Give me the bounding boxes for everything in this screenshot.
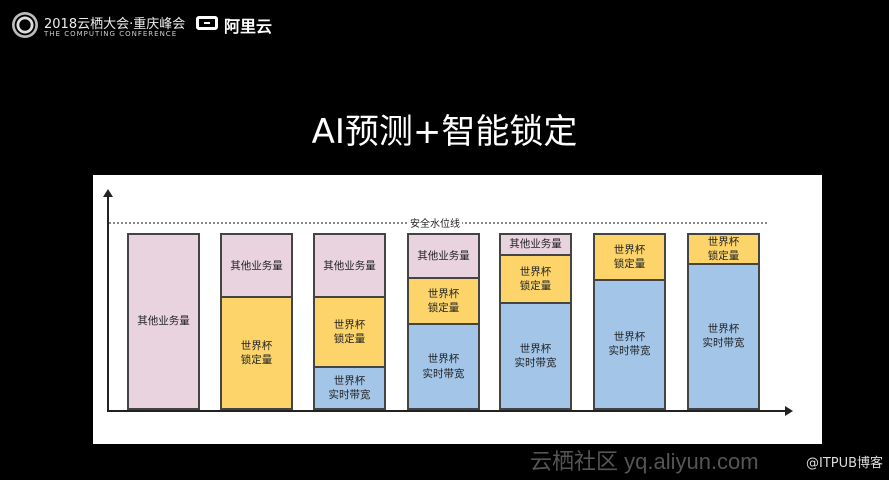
watermark-credit: @ITPUB博客 [806, 456, 884, 471]
segment-other: 其他业务量 [313, 233, 386, 299]
segment-locked: 世界杯 锁定量 [407, 277, 480, 326]
segment-realtime: 世界杯 实时带宽 [593, 278, 666, 410]
bar-2: 其他业务量世界杯 锁定量 [220, 233, 293, 410]
bar-4: 其他业务量世界杯 锁定量世界杯 实时带宽 [407, 233, 480, 410]
segment-realtime: 世界杯 实时带宽 [499, 301, 572, 410]
y-axis [103, 189, 113, 411]
segment-locked: 世界杯 锁定量 [499, 254, 572, 304]
x-axis [107, 406, 793, 416]
conference-logo-icon [12, 12, 38, 38]
segment-realtime: 世界杯 实时带宽 [407, 323, 480, 410]
brand-name: 阿里云 [224, 17, 273, 36]
bar-1: 其他业务量 [127, 233, 200, 410]
conference-subtitle: THE COMPUTING CONFERENCE [44, 30, 178, 38]
segment-realtime: 世界杯 实时带宽 [313, 365, 386, 410]
segment-realtime: 世界杯 实时带宽 [687, 262, 760, 410]
segment-locked: 世界杯 锁定量 [687, 233, 760, 265]
segment-locked: 世界杯 锁定量 [313, 296, 386, 368]
segment-locked: 世界杯 锁定量 [220, 296, 293, 410]
bar-3: 其他业务量世界杯 锁定量世界杯 实时带宽 [313, 233, 386, 410]
segment-locked: 世界杯 锁定量 [593, 233, 666, 281]
bar-6: 世界杯 锁定量世界杯 实时带宽 [593, 233, 666, 410]
slide-title: AI预测+智能锁定 [311, 112, 578, 152]
segment-other: 其他业务量 [127, 233, 200, 410]
segment-other: 其他业务量 [220, 233, 293, 299]
bar-5: 其他业务量世界杯 锁定量世界杯 实时带宽 [499, 233, 572, 410]
bar-7: 世界杯 锁定量世界杯 实时带宽 [687, 233, 760, 410]
diagram-panel: 安全水位线 其他业务量其他业务量世界杯 锁定量其他业务量世界杯 锁定量世界杯 实… [93, 175, 822, 444]
watermark-site: 云栖社区 yq.aliyun.com [530, 449, 759, 474]
aliyun-logo-icon [196, 16, 218, 30]
segment-other: 其他业务量 [407, 233, 480, 280]
safety-line-label: 安全水位线 [408, 215, 462, 230]
conference-title: 2018云栖大会·重庆峰会 [44, 17, 186, 32]
segment-other: 其他业务量 [499, 233, 572, 256]
